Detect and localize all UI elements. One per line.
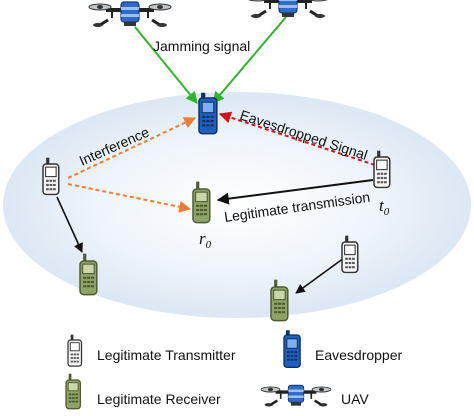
- legend-label-uav: UAV: [341, 391, 369, 407]
- eavesdropped-signal-arrow: [218, 111, 376, 166]
- t0-label: t0: [379, 196, 390, 218]
- link-arrow-left: [56, 196, 83, 253]
- coverage-zone: [3, 92, 471, 318]
- interference-arrow-to-eavesdropper: [67, 117, 197, 179]
- r0-label: r0: [199, 229, 212, 251]
- uav-left: [87, 0, 173, 29]
- jamming-signal-label: Jamming signal: [153, 38, 250, 54]
- legend-label-eavesdropper: Eavesdropper: [315, 347, 403, 363]
- link-arrow-right: [295, 257, 345, 294]
- eavesdropper-phone-icon: [283, 329, 301, 368]
- legend: Legitimate Transmitter Eavesdropper Legi…: [65, 329, 403, 410]
- jamming-arrow-left: [134, 26, 198, 104]
- uav-drone-icon: [259, 383, 333, 409]
- uav-right: [245, 0, 331, 20]
- legend-label-receiver: Legitimate Receiver: [97, 391, 221, 407]
- eavesdropper-node: [198, 92, 218, 135]
- receiver-phone-icon: [65, 373, 82, 410]
- transmitter-phone-icon: [67, 333, 83, 367]
- legend-label-transmitter: Legitimate Transmitter: [97, 347, 236, 363]
- jamming-arrow-right: [212, 16, 287, 104]
- legitimate-transmission-arrow: [216, 179, 374, 205]
